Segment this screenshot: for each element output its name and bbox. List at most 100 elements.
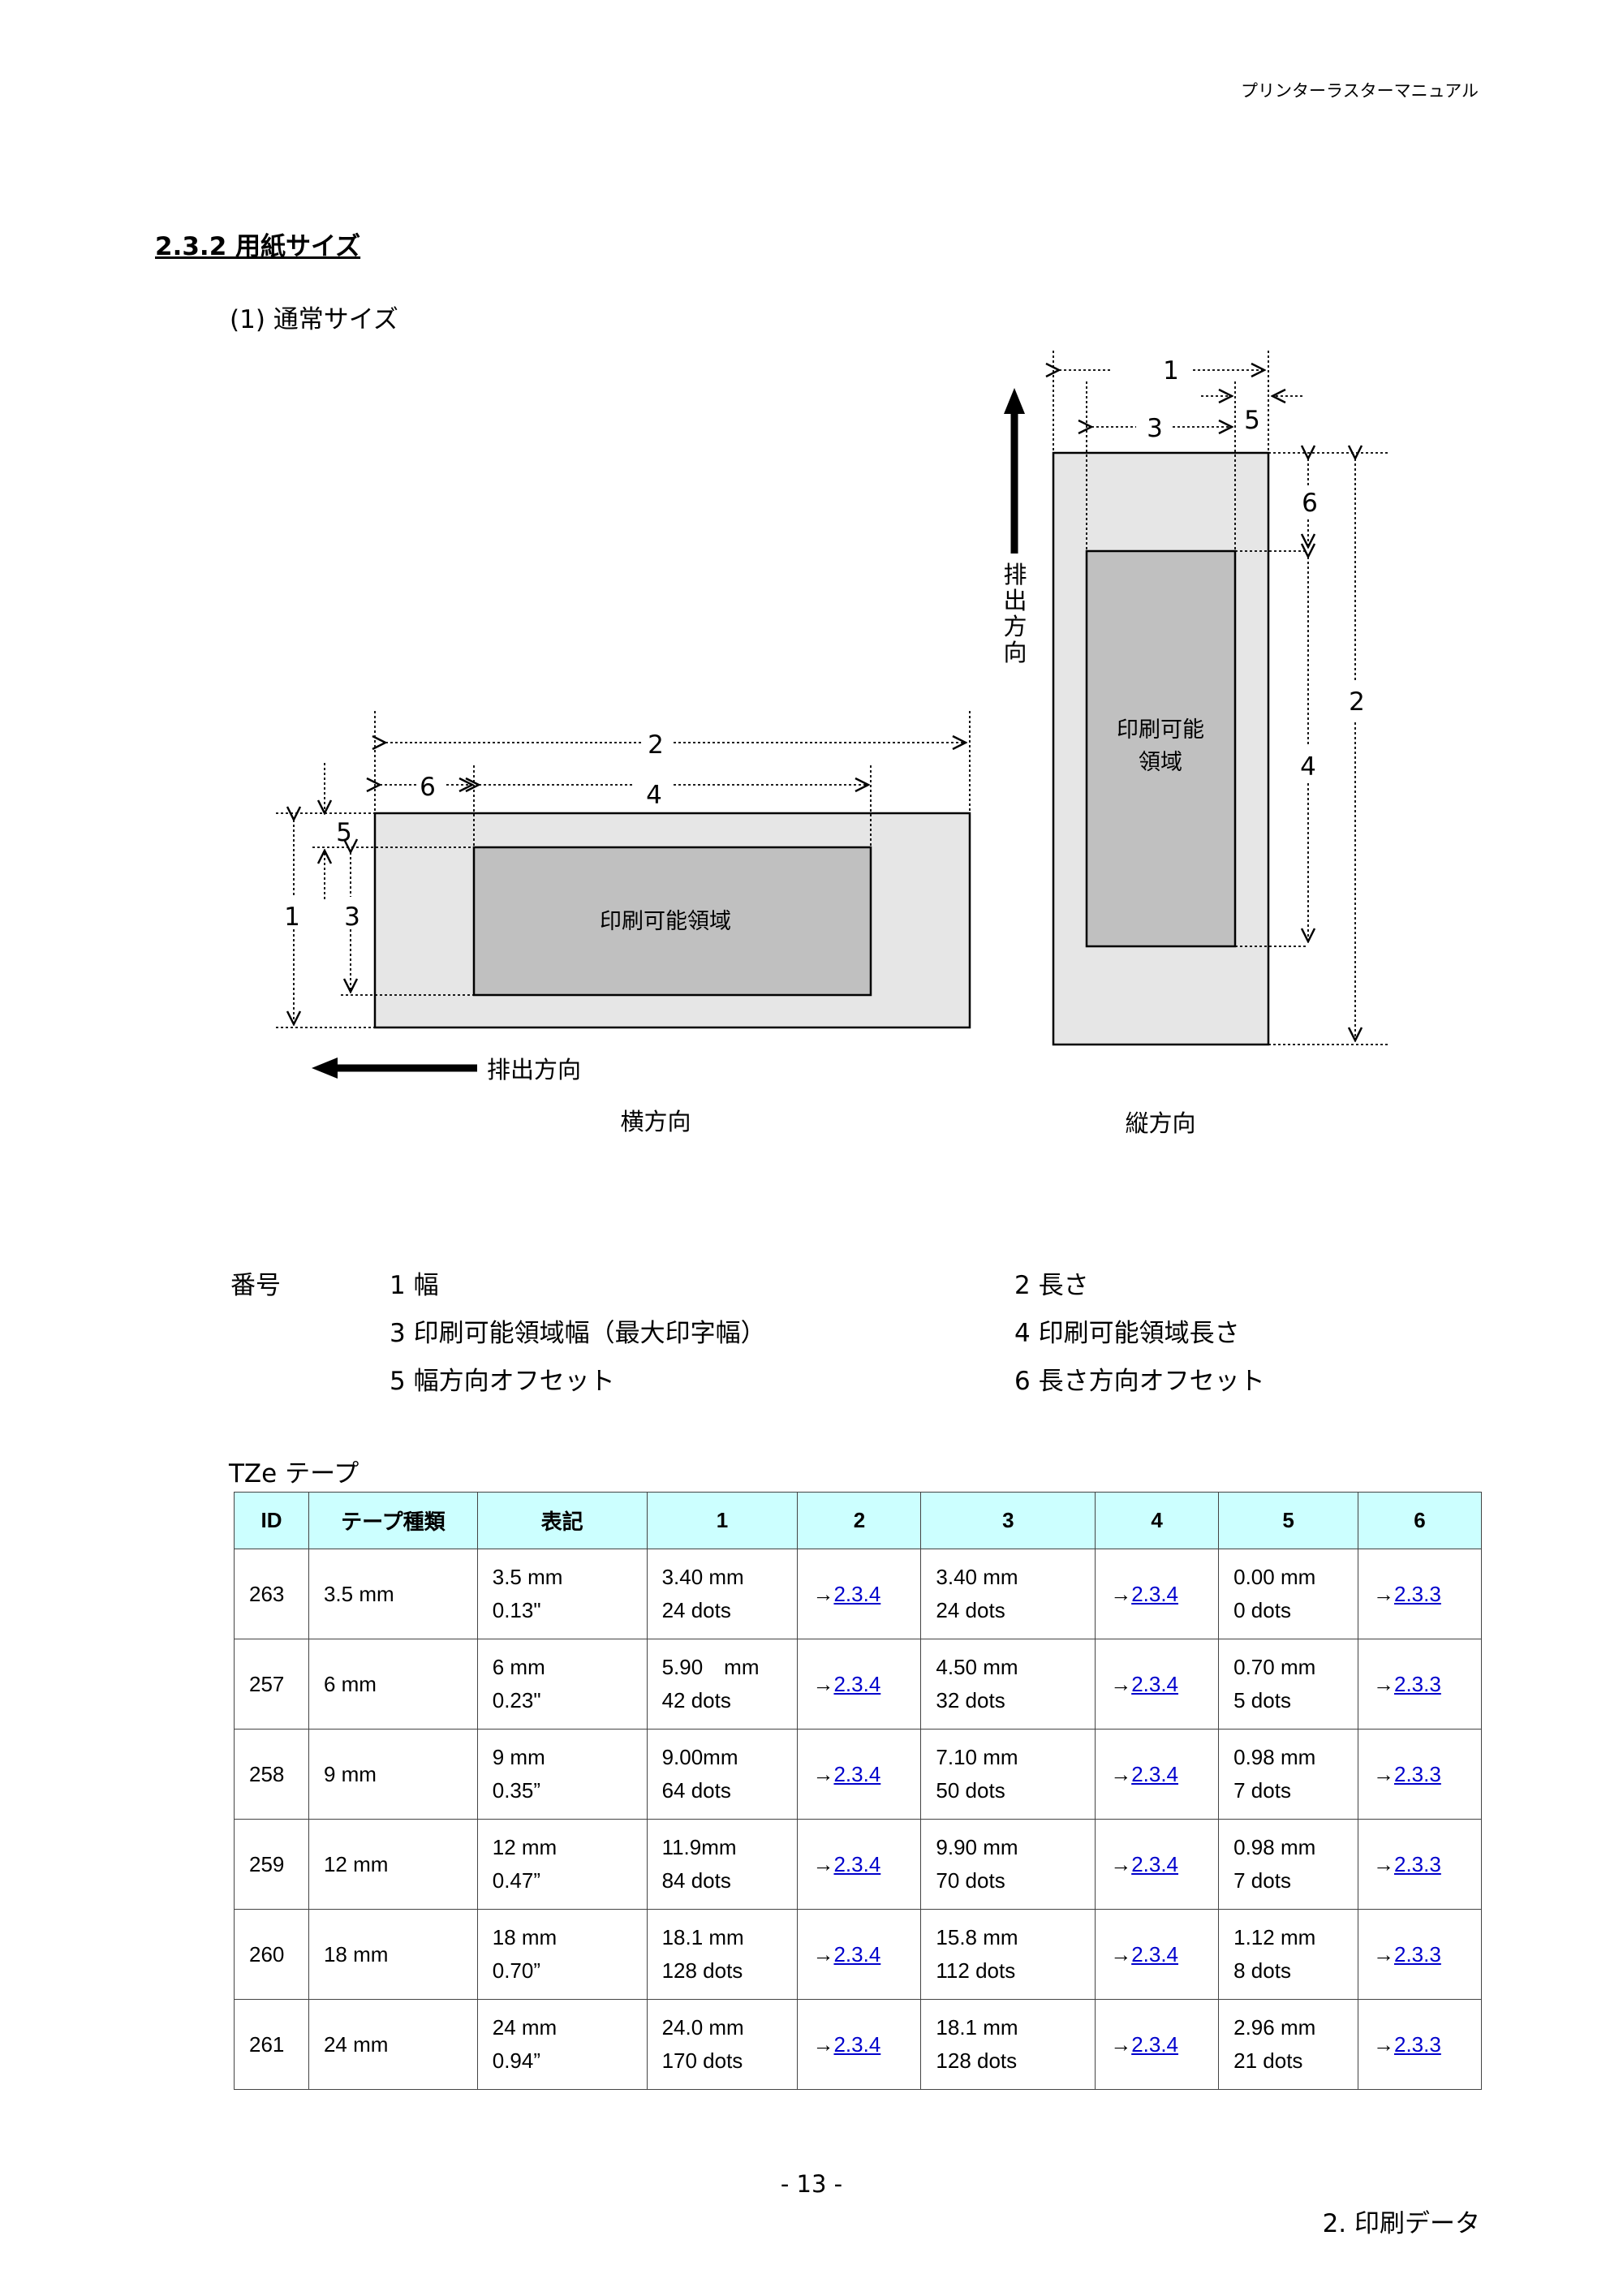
portrait-dim-label-6: 6: [1302, 489, 1318, 518]
feed-direction-label: 排出方向: [487, 1056, 581, 1083]
cell-length-offset-ref: →2.3.3: [1357, 1819, 1483, 1910]
section-xref-link[interactable]: 2.3.4: [1131, 1671, 1179, 1696]
section-xref-link[interactable]: 2.3.3: [1393, 1761, 1441, 1786]
cell-length-ref: →2.3.4: [797, 1549, 922, 1639]
col-header-6: 6: [1357, 1492, 1483, 1549]
portrait-dim-label-2: 2: [1349, 687, 1365, 717]
subsection-title: (1) 通常サイズ: [230, 305, 398, 334]
cell-length-offset-ref: →2.3.3: [1357, 1999, 1483, 2090]
section-xref-link[interactable]: 2.3.4: [833, 1581, 881, 1606]
cell-id: 261: [234, 1999, 309, 2090]
section-xref-link[interactable]: 2.3.4: [1131, 1581, 1179, 1606]
portrait-dim-label-5: 5: [1244, 406, 1260, 435]
section-xref-link[interactable]: 2.3.4: [833, 1941, 881, 1966]
portrait-caption: 縦方向: [1125, 1109, 1195, 1137]
cell-print-length-ref: →2.3.4: [1095, 1999, 1220, 2090]
section-xref-link[interactable]: 2.3.4: [833, 1851, 881, 1876]
col-header-4: 4: [1095, 1492, 1220, 1549]
section-xref-link[interactable]: 2.3.4: [833, 1671, 881, 1696]
cell-id: 259: [234, 1819, 309, 1910]
cell-tape-type: 18 mm: [308, 1909, 478, 2000]
cell-length-ref: →2.3.4: [797, 1819, 922, 1910]
cell-print-length-ref: →2.3.4: [1095, 1729, 1220, 1820]
cell-id: 258: [234, 1729, 309, 1820]
legend-item-5: 5 幅方向オフセット: [390, 1367, 615, 1396]
page-number: - 13 -: [780, 2170, 843, 2198]
portrait-dim-label-3: 3: [1147, 414, 1163, 443]
cell-id: 260: [234, 1909, 309, 2000]
landscape-print-area: [472, 846, 872, 997]
section-xref-link[interactable]: 2.3.4: [1131, 1761, 1179, 1786]
portrait-dim-label-1: 1: [1163, 356, 1179, 386]
table-header-row: ID テープ種類 表記 1 2 3 4 5 6: [234, 1492, 1483, 1549]
cell-length-ref: →2.3.4: [797, 1999, 922, 2090]
tze-table-label: TZe テープ: [229, 1459, 359, 1488]
section-xref-link[interactable]: 2.3.3: [1393, 1941, 1441, 1966]
section-xref-link[interactable]: 2.3.3: [1393, 2031, 1441, 2057]
col-header-tape-type: テープ種類: [308, 1492, 478, 1549]
col-header-1: 1: [646, 1492, 799, 1549]
cell-length-offset-ref: →2.3.3: [1357, 1549, 1483, 1639]
portrait-print-area: [1085, 549, 1237, 948]
cell-tape-type: 12 mm: [308, 1819, 478, 1910]
svg-text:方: 方: [1003, 613, 1027, 640]
section-xref-link[interactable]: 2.3.4: [1131, 1851, 1179, 1876]
svg-text:排: 排: [1003, 561, 1027, 588]
section-xref-link[interactable]: 2.3.3: [1393, 1851, 1441, 1876]
landscape-caption: 横方向: [620, 1108, 691, 1135]
dim-label-5: 5: [336, 818, 352, 847]
paper-size-diagram: 印刷可能領域 2 6 4 5 1 3 排出方向 横方向 印刷可能 領域: [276, 351, 1389, 1137]
cell-length-ref: →2.3.4: [797, 1909, 922, 2000]
section-xref-link[interactable]: 2.3.4: [833, 2031, 881, 2057]
dim-label-3: 3: [344, 902, 360, 932]
feed-direction-arrow-left: [312, 1058, 477, 1079]
dim-label-1: 1: [284, 902, 300, 932]
cell-length-offset-ref: →2.3.3: [1357, 1729, 1483, 1820]
portrait-dim-label-4: 4: [1300, 752, 1316, 782]
legend-item-1: 1 幅: [390, 1271, 439, 1300]
feed-direction-label-vertical: 排 出 方 向: [1003, 561, 1027, 666]
cell-length-offset-ref: →2.3.3: [1357, 1909, 1483, 2000]
col-header-notation: 表記: [476, 1492, 648, 1549]
col-header-2: 2: [797, 1492, 922, 1549]
col-header-3: 3: [920, 1492, 1096, 1549]
portrait-print-area-label-line1: 印刷可能: [1117, 717, 1204, 743]
dim-label-4: 4: [646, 781, 662, 810]
dim-label-6: 6: [420, 773, 436, 802]
section-xref-link[interactable]: 2.3.4: [1131, 2031, 1179, 2057]
section-xref-link[interactable]: 2.3.4: [1131, 1941, 1179, 1966]
section-xref-link[interactable]: 2.3.3: [1393, 1671, 1441, 1696]
svg-text:出: 出: [1003, 587, 1027, 614]
section-xref-link[interactable]: 2.3.3: [1393, 1581, 1441, 1606]
legend-item-2: 2 長さ: [1014, 1271, 1089, 1300]
cell-print-length-ref: →2.3.4: [1095, 1819, 1220, 1910]
dim-label-2: 2: [648, 730, 664, 760]
cell-length-ref: →2.3.4: [797, 1729, 922, 1820]
section-xref-link[interactable]: 2.3.4: [833, 1761, 881, 1786]
cell-id: 263: [234, 1549, 309, 1639]
cell-print-length-ref: →2.3.4: [1095, 1639, 1220, 1730]
legend-item-6: 6 長さ方向オフセット: [1014, 1367, 1265, 1396]
cell-print-length-ref: →2.3.4: [1095, 1909, 1220, 2000]
legend-item-4: 4 印刷可能領域長さ: [1014, 1319, 1240, 1348]
landscape-print-area-label: 印刷可能領域: [600, 909, 731, 934]
